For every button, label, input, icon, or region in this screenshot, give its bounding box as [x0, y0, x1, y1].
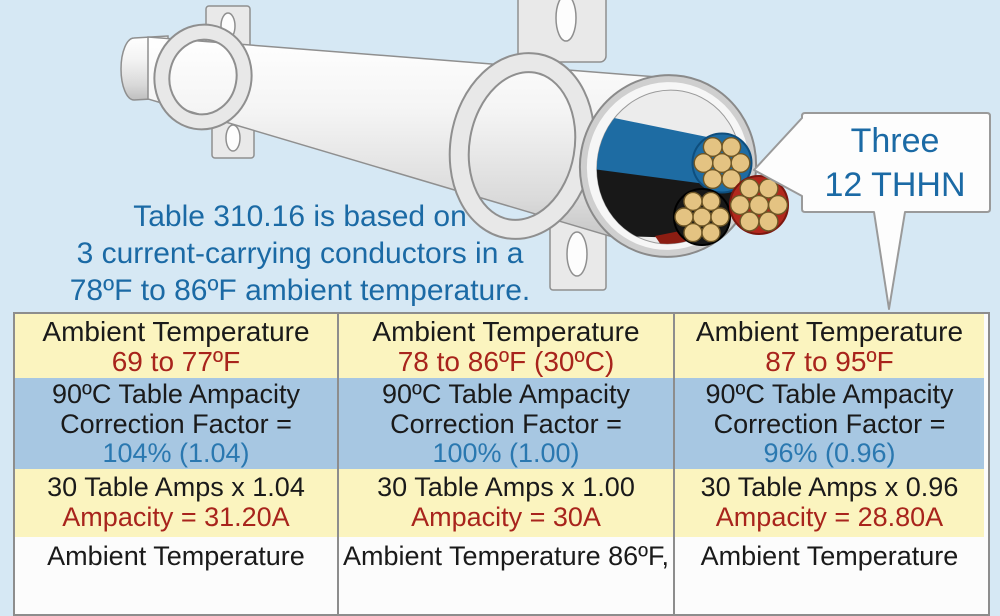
caption-line-1: Table 310.16 is based on — [133, 200, 467, 233]
header-cell: Ambient Temperature 87 to 95ºF — [675, 314, 984, 378]
temperature-range: 78 to 86ºF (30ºC) — [397, 346, 615, 377]
footer-text: Ambient Temperature — [700, 541, 959, 571]
footer-text: Ambient Temperature 86ºF, — [342, 541, 670, 571]
factor-value: 96% (0.96) — [763, 438, 896, 468]
header-cell: Ambient Temperature 78 to 86ºF (30ºC) — [339, 314, 673, 378]
calc-expression: 30 Table Amps x 1.00 — [377, 472, 635, 502]
correction-factor-cell: 90ºC Table Ampacity Correction Factor = … — [15, 378, 337, 469]
footer-cell: Ambient Temperature 86ºF, — [339, 537, 673, 614]
left-conduit-strap — [153, 23, 253, 131]
callout-line-2: 12 THHN — [824, 166, 966, 204]
calc-expression: 30 Table Amps x 0.96 — [700, 472, 959, 502]
header-title: Ambient Temperature — [42, 316, 310, 347]
caption-text: Table 310.16 is based on 3 current-carry… — [0, 198, 600, 309]
header-title: Ambient Temperature — [695, 316, 964, 347]
correction-factor-cell: 90ºC Table Ampacity Correction Factor = … — [675, 378, 984, 469]
temperature-range: 87 to 95ºF — [765, 346, 894, 377]
factor-label: Correction Factor = — [60, 408, 292, 439]
factor-label: 90ºC Table Ampacity — [705, 379, 954, 409]
calc-result: Ampacity = 28.80A — [715, 501, 944, 532]
temperature-range: 69 to 77ºF — [111, 346, 241, 377]
conduit-illustration — [120, 0, 991, 310]
calc-result: Ampacity = 31.20A — [62, 501, 290, 532]
correction-factor-cell: 90ºC Table Ampacity Correction Factor = … — [339, 378, 673, 469]
ampacity-calc-cell: 30 Table Amps x 1.00 Ampacity = 30A — [339, 469, 673, 537]
ampacity-correction-table: Ambient Temperature 69 to 77ºF 90ºC Tabl… — [13, 312, 990, 616]
screw-hole — [225, 124, 241, 152]
footer-text: Ambient Temperature — [47, 541, 305, 571]
ampacity-calc-cell: 30 Table Amps x 1.04 Ampacity = 31.20A — [15, 469, 337, 537]
callout-bubble — [753, 112, 991, 310]
blue-wire — [691, 132, 753, 194]
screw-hole — [555, 0, 577, 42]
factor-label: Correction Factor = — [390, 408, 622, 439]
caption-line-2: 3 current-carrying conductors in a — [76, 237, 524, 270]
factor-label: Correction Factor = — [713, 408, 946, 439]
caption-line-3: 78ºF to 86ºF ambient temperature. — [69, 274, 531, 307]
screw-hole — [566, 231, 588, 277]
header-cell: Ambient Temperature 69 to 77ºF — [15, 314, 337, 378]
footer-cell: Ambient Temperature — [15, 537, 337, 614]
ampacity-calc-cell: 30 Table Amps x 0.96 Ampacity = 28.80A — [675, 469, 984, 537]
calc-result: Ampacity = 30A — [411, 501, 601, 532]
header-title: Ambient Temperature — [372, 316, 640, 347]
footer-cell: Ambient Temperature — [675, 537, 984, 614]
table-column-87-95: Ambient Temperature 87 to 95ºF 90ºC Tabl… — [673, 314, 984, 614]
table-column-78-86: Ambient Temperature 78 to 86ºF (30ºC) 90… — [337, 314, 673, 614]
right-strap-bottom-tab — [549, 219, 607, 291]
black-wire — [673, 188, 731, 246]
factor-label: 90ºC Table Ampacity — [382, 379, 630, 409]
red-wire — [729, 175, 789, 235]
calc-expression: 30 Table Amps x 1.04 — [47, 472, 305, 502]
right-strap-top-tab — [517, 0, 607, 63]
table-column-69-77: Ambient Temperature 69 to 77ºF 90ºC Tabl… — [15, 314, 337, 614]
callout-label: Three 12 THHN — [800, 119, 990, 207]
callout-line-1: Three — [850, 122, 940, 160]
factor-value: 100% (1.00) — [432, 438, 580, 468]
factor-label: 90ºC Table Ampacity — [52, 379, 300, 409]
factor-value: 104% (1.04) — [102, 438, 250, 468]
